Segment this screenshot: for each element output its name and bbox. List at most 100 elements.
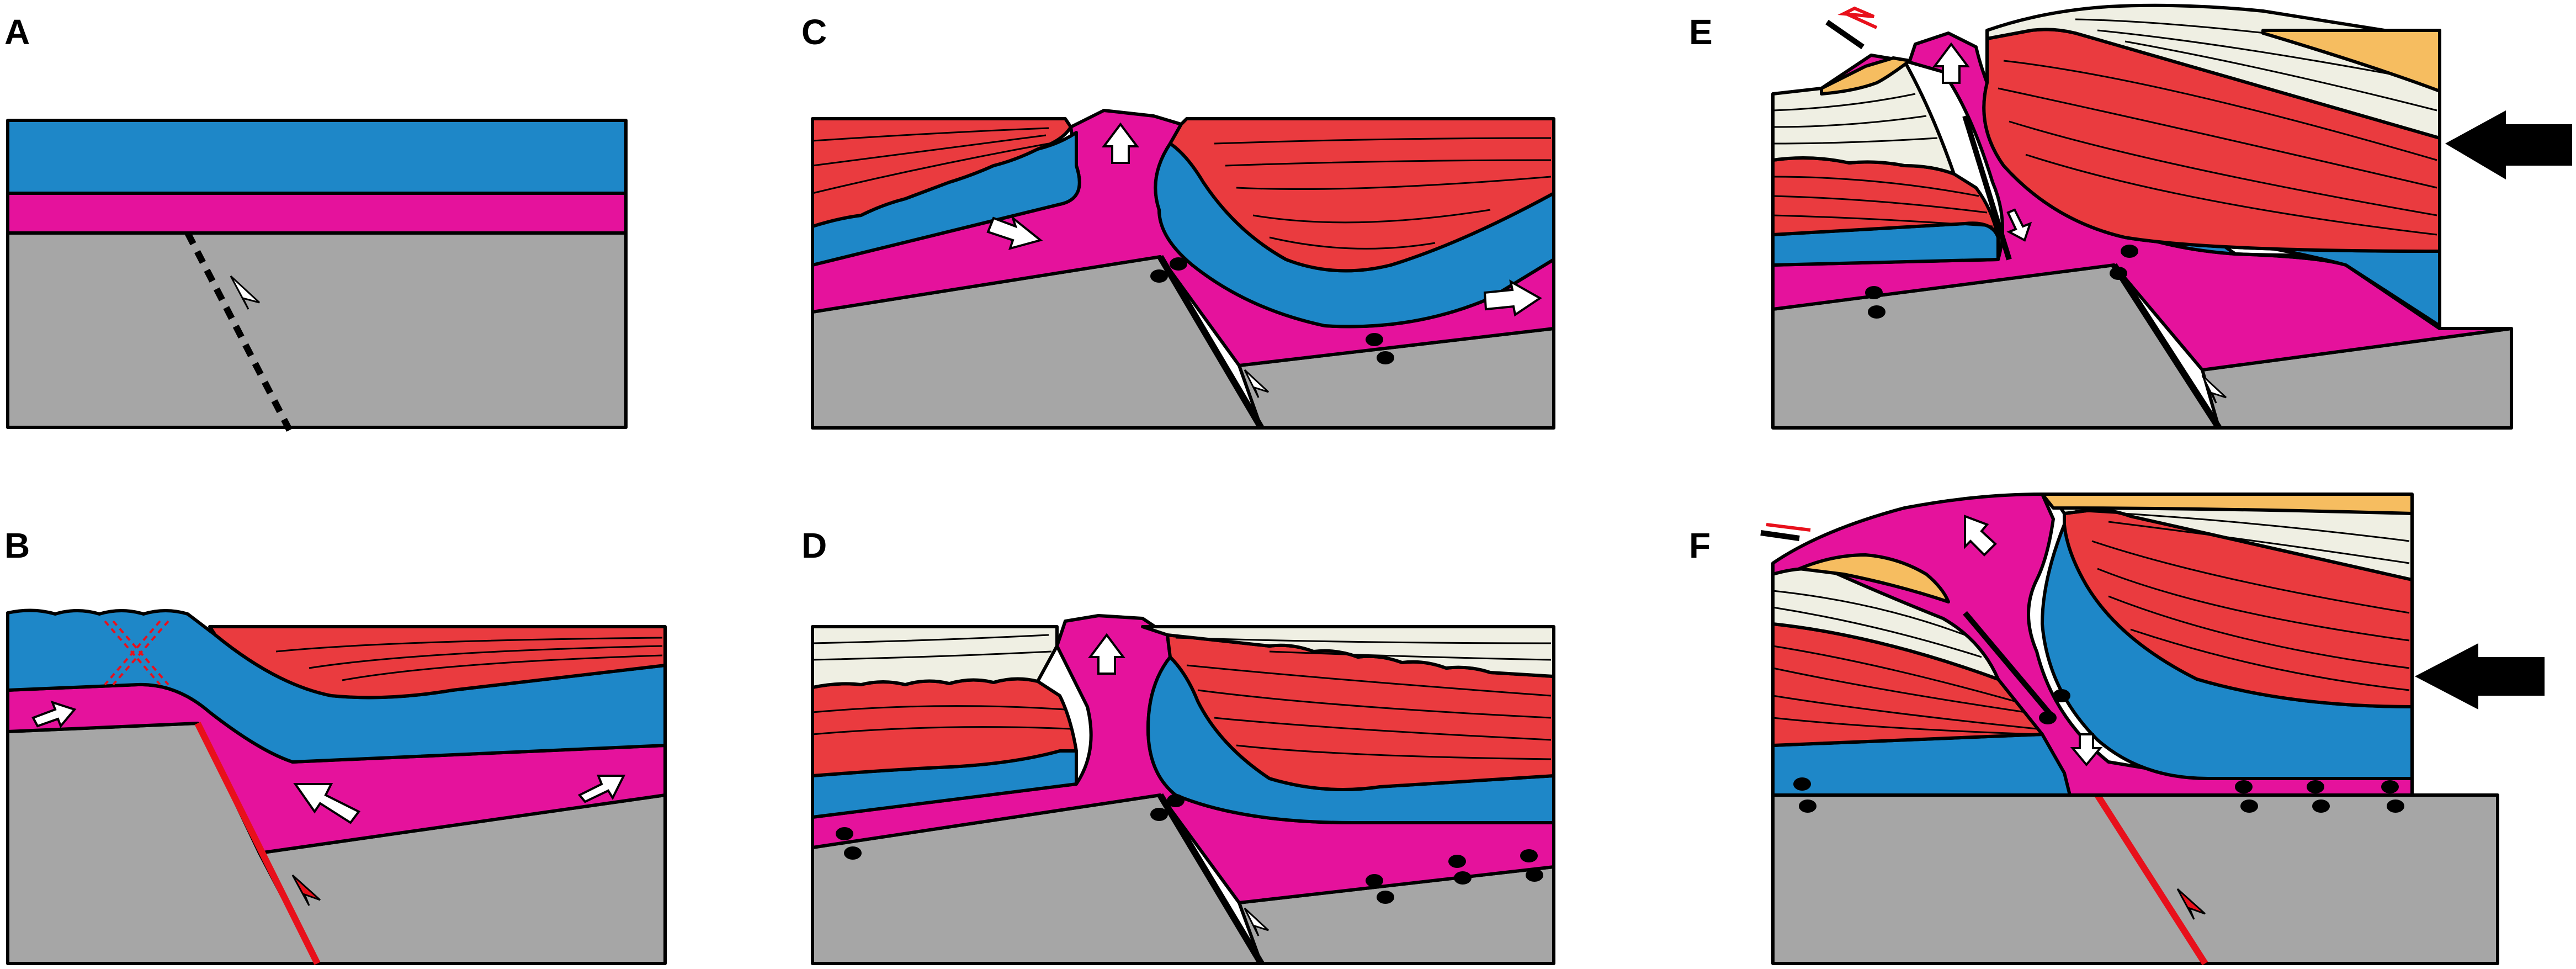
orange-sediment-right-e <box>2261 29 2441 93</box>
strata-line-f5 <box>1772 590 1966 636</box>
strata-line-c6 <box>1236 176 1552 190</box>
compression-arrow-icon-e <box>2445 110 2572 179</box>
weld-icon-d4 <box>1150 808 1168 821</box>
active-fault-b <box>194 722 321 965</box>
orange-sediment-right-f <box>2041 493 2414 515</box>
strata-line-e3 <box>1772 214 1993 227</box>
erosion-cross-icon-b <box>104 620 169 686</box>
strata-line-f10 <box>2130 628 2410 691</box>
orange-sediment-left-f <box>1798 553 1950 603</box>
strata-line-f12 <box>2108 521 2410 564</box>
salt-flow-arrow-icon-e2 <box>2006 208 2032 242</box>
strata-line-f4 <box>1772 717 2040 735</box>
salt-flow-arrow-icon-f2 <box>2070 733 2103 767</box>
thrust-fault-f <box>1963 611 2056 720</box>
fault-e <box>2111 263 2222 430</box>
weld-icon-d2 <box>844 846 862 860</box>
salt-flow-arrow-icon-f1 <box>1964 515 1997 557</box>
strata-line-c4 <box>1214 137 1552 145</box>
red-sediment-right-c <box>1169 117 1555 273</box>
salt-flow-arrow-icon-c3 <box>1483 279 1542 317</box>
strata-line-e1 <box>1772 176 1979 197</box>
active-fault-f <box>2094 793 2208 966</box>
salt-flow-arrow-icon-e1 <box>1932 42 1970 84</box>
fault-sense-icon-c <box>1244 369 1270 398</box>
panel-label-b: B <box>4 526 30 565</box>
strata-line-f9 <box>2108 595 2410 669</box>
weld-icon-e4 <box>2110 267 2127 280</box>
strata-line-c2 <box>812 134 1047 167</box>
weld-icon-e3 <box>2121 245 2138 258</box>
weld-icon-f10 <box>2387 799 2404 813</box>
strata-line-f11 <box>2075 510 2410 542</box>
weld-icon-d8 <box>1454 871 1472 885</box>
salt-flow-arrow-icon-c1 <box>1102 122 1139 164</box>
strata-line-c3 <box>812 142 1049 194</box>
strata-line-e4 <box>1772 93 1916 112</box>
thrust-fault-e <box>1962 115 2012 261</box>
strata-line-d7 <box>1214 717 1552 741</box>
panel-label-c: C <box>801 12 827 52</box>
fault-sense-icon-f <box>2176 888 2206 920</box>
weld-icon-f9 <box>2381 780 2399 793</box>
weld-icon-c1 <box>1170 257 1187 271</box>
weld-icon-f2 <box>1799 799 1817 813</box>
weld-icon-c4 <box>1377 351 1394 364</box>
strata-line-d1 <box>812 705 1066 713</box>
strata-line-d3 <box>812 634 1049 644</box>
strata-line-d10 <box>1269 650 1552 661</box>
red-sediment-b <box>208 625 667 700</box>
weld-icon-d9 <box>1520 849 1538 862</box>
strata-line-f6 <box>1772 606 1982 658</box>
salt-flow-arrow-icon-b1 <box>31 700 77 728</box>
panel-e: E <box>1689 3 2572 430</box>
panel-label-f: F <box>1689 526 1711 565</box>
orange-sediment-left-e <box>1820 56 1911 96</box>
fault-c <box>1157 255 1265 430</box>
weld-icon-e2 <box>1868 305 1885 319</box>
weld-icon-f4 <box>2039 711 2057 724</box>
fault-sense-icon-a <box>230 275 261 310</box>
strata-line-e9 <box>2009 120 2437 216</box>
thrust-sense-line-e <box>1845 12 1878 29</box>
thrust-marker-e <box>1825 19 1865 50</box>
weld-icon-d3 <box>1167 794 1185 807</box>
strata-line-d9 <box>1175 637 1552 644</box>
thrust-sense-icon-f <box>1766 523 1811 532</box>
strata-line-d8 <box>1236 744 1552 760</box>
blue-layer-a <box>6 119 628 195</box>
strata-line-c5 <box>1225 159 1552 167</box>
panel-c: C <box>801 12 1555 430</box>
weld-icon-d6 <box>1377 891 1394 904</box>
strata-line-e13 <box>2124 40 2437 112</box>
weld-icon-f3 <box>2053 689 2070 702</box>
weld-icon-d7 <box>1448 855 1466 868</box>
weld-icon-d5 <box>1366 874 1383 887</box>
weld-icon-c3 <box>1366 333 1383 346</box>
panel-label-d: D <box>801 526 827 565</box>
salt-layer-a <box>6 192 628 235</box>
strata-line-c8 <box>1269 236 1436 250</box>
basement-f <box>1771 793 2499 965</box>
weld-icon-d10 <box>1526 869 1543 882</box>
fault-sense-icon-b <box>291 874 321 906</box>
strata-line-e6 <box>1772 137 1938 145</box>
strata-line-f8 <box>2097 568 2410 642</box>
salt-flow-arrow-icon-c2 <box>986 215 1043 250</box>
fault-sense-icon-d <box>1244 907 1270 936</box>
strata-line-d6 <box>1197 689 1552 719</box>
strata-line-b2 <box>309 645 663 669</box>
panel-label-e: E <box>1689 12 1713 52</box>
salt-flow-arrow-icon-d <box>1088 633 1125 675</box>
weld-icon-f8 <box>2312 799 2330 813</box>
salt-flow-arrow-icon-b2 <box>293 783 361 824</box>
strata-line-d4 <box>812 650 1052 661</box>
red-sediment-left-c <box>811 117 1072 228</box>
strata-line-b3 <box>342 654 663 681</box>
strata-line-e12 <box>2097 29 2437 84</box>
strata-line-d2 <box>812 726 1071 735</box>
strata-line-c1 <box>812 127 1049 142</box>
strata-line-e7 <box>2003 60 2437 161</box>
